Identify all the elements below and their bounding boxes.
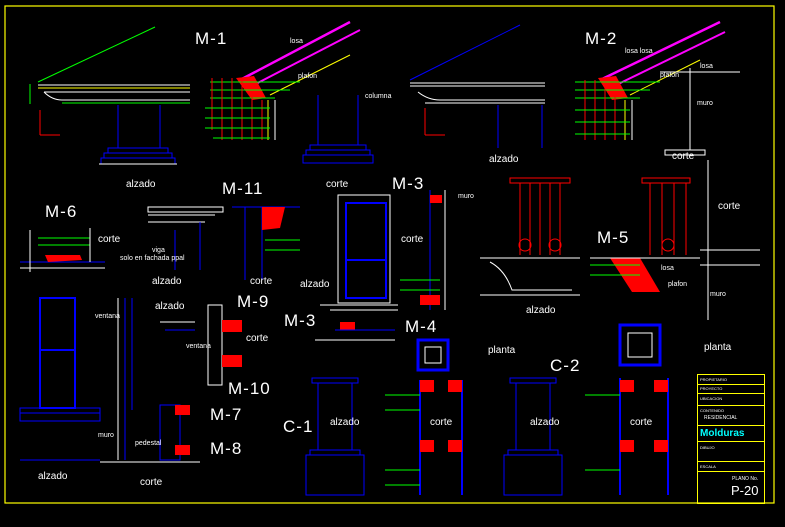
m4-plan — [416, 338, 450, 372]
label-alzado-m1: alzado — [126, 179, 156, 190]
title-m10: M-10 — [228, 379, 271, 398]
bl-section — [100, 298, 200, 463]
title-block-drawn-label: DIBUJO — [700, 445, 715, 450]
title-block-row — [698, 471, 764, 472]
m1-section — [205, 20, 374, 164]
title-m9: M-9 — [237, 292, 270, 311]
c2-column — [503, 377, 563, 496]
note-viga-m6: viga — [152, 247, 165, 254]
sheet-frame — [4, 5, 775, 504]
m2-elevation — [409, 24, 545, 148]
label-alzado-bl: alzado — [38, 471, 68, 482]
title-m8: M-8 — [210, 439, 243, 458]
m6-section — [20, 228, 105, 272]
label-alzado-c1: alzado — [330, 417, 360, 428]
title-block-content-label: CONTENIDO — [700, 408, 724, 413]
label-alzado-m3: alzado — [300, 279, 330, 290]
bl-elevation — [19, 297, 101, 461]
label-alzado-m7: alzado — [155, 301, 185, 312]
m3-sill — [315, 322, 395, 341]
m4-section — [385, 380, 463, 495]
label-planta-c2: planta — [704, 342, 732, 353]
title-m5: M-5 — [597, 228, 630, 247]
note-losa-1: losa — [290, 38, 303, 45]
m11-elevation — [147, 206, 224, 270]
title-block-sheet-number: P-20 — [731, 483, 759, 498]
c1-column — [305, 377, 365, 496]
label-corte-m9: corte — [246, 333, 269, 344]
title-m3a: M-3 — [392, 174, 425, 193]
m3-section — [400, 190, 446, 310]
title-m3b: M-3 — [284, 311, 317, 330]
note-columna-1: columna — [365, 93, 392, 100]
title-block-row — [698, 393, 764, 394]
label-alzado-m6: alzado — [152, 276, 182, 287]
title-block-owner-label: PROPIETARIO — [700, 377, 728, 382]
title-block-row — [698, 441, 764, 442]
label-corte-c2: corte — [630, 417, 653, 428]
title-block-row — [698, 384, 764, 385]
label-corte-m1: corte — [326, 179, 349, 190]
note-losa-2a: losa losa — [625, 48, 653, 55]
title-block-location-label: UBICACION — [700, 396, 723, 401]
note-vigaspec-m6: solo en fachada ppal — [120, 255, 185, 262]
title-m1: M-1 — [195, 29, 228, 48]
label-corte-m2: corte — [672, 151, 695, 162]
label-alzado-c2: alzado — [530, 417, 560, 428]
title-m2: M-2 — [585, 29, 618, 48]
title-c1: C-1 — [283, 417, 314, 436]
note-plafon-1: plafon — [298, 73, 318, 80]
label-planta-m4: planta — [488, 345, 516, 356]
note-muro-2: muro — [697, 100, 713, 107]
m3-window — [320, 194, 398, 311]
label-corte-c1: corte — [430, 417, 453, 428]
note-losa-2b: losa — [700, 63, 713, 70]
title-c2: C-2 — [550, 356, 581, 375]
note-pedestal: pedestal — [135, 440, 162, 447]
note-plafon-m5: plafon — [668, 281, 688, 288]
note-muro-bl: muro — [98, 432, 114, 439]
label-alzado-m2: alzado — [489, 154, 519, 165]
title-block-scale-label: ESCALA — [700, 464, 716, 469]
c2-plan — [618, 323, 662, 367]
m9-m10-details — [160, 304, 242, 386]
title-block-row — [698, 461, 764, 462]
title-block: PROPIETARIO PROYECTO UBICACION CONTENIDO… — [697, 374, 765, 504]
title-block-row — [698, 405, 764, 406]
title-block-row — [698, 425, 764, 426]
title-block-sheet-label: PLANO No. — [732, 476, 759, 482]
label-corte-m6: corte — [98, 234, 121, 245]
title-block-project-name: RESIDENCIAL — [704, 415, 738, 421]
title-m6: M-6 — [45, 202, 78, 221]
label-corte-m3: corte — [401, 234, 424, 245]
m1-elevation — [29, 26, 190, 165]
label-alzado-m5: alzado — [526, 305, 556, 316]
c2-section — [585, 378, 669, 495]
label-corte-m11: corte — [250, 276, 273, 287]
note-ventana-2: ventana — [186, 343, 211, 350]
note-losa-m5: losa — [661, 265, 674, 272]
label-corte-bl: corte — [140, 477, 163, 488]
title-block-project-label: PROYECTO — [700, 386, 723, 391]
label-corte-m5: corte — [718, 201, 741, 212]
title-block-content: Molduras — [700, 428, 745, 439]
m5-railing-elevation — [480, 177, 580, 296]
note-muro-m5: muro — [710, 291, 726, 298]
m5-railing-section — [590, 160, 760, 320]
note-muro-m3: muro — [458, 193, 474, 200]
m11-section — [232, 206, 300, 280]
note-ventana-1: ventana — [95, 313, 120, 320]
m2-section — [575, 20, 740, 156]
title-m11: M-11 — [222, 179, 264, 198]
title-m4: M-4 — [405, 317, 438, 336]
note-plafon-2: plafon — [660, 72, 680, 79]
title-m7: M-7 — [210, 405, 243, 424]
